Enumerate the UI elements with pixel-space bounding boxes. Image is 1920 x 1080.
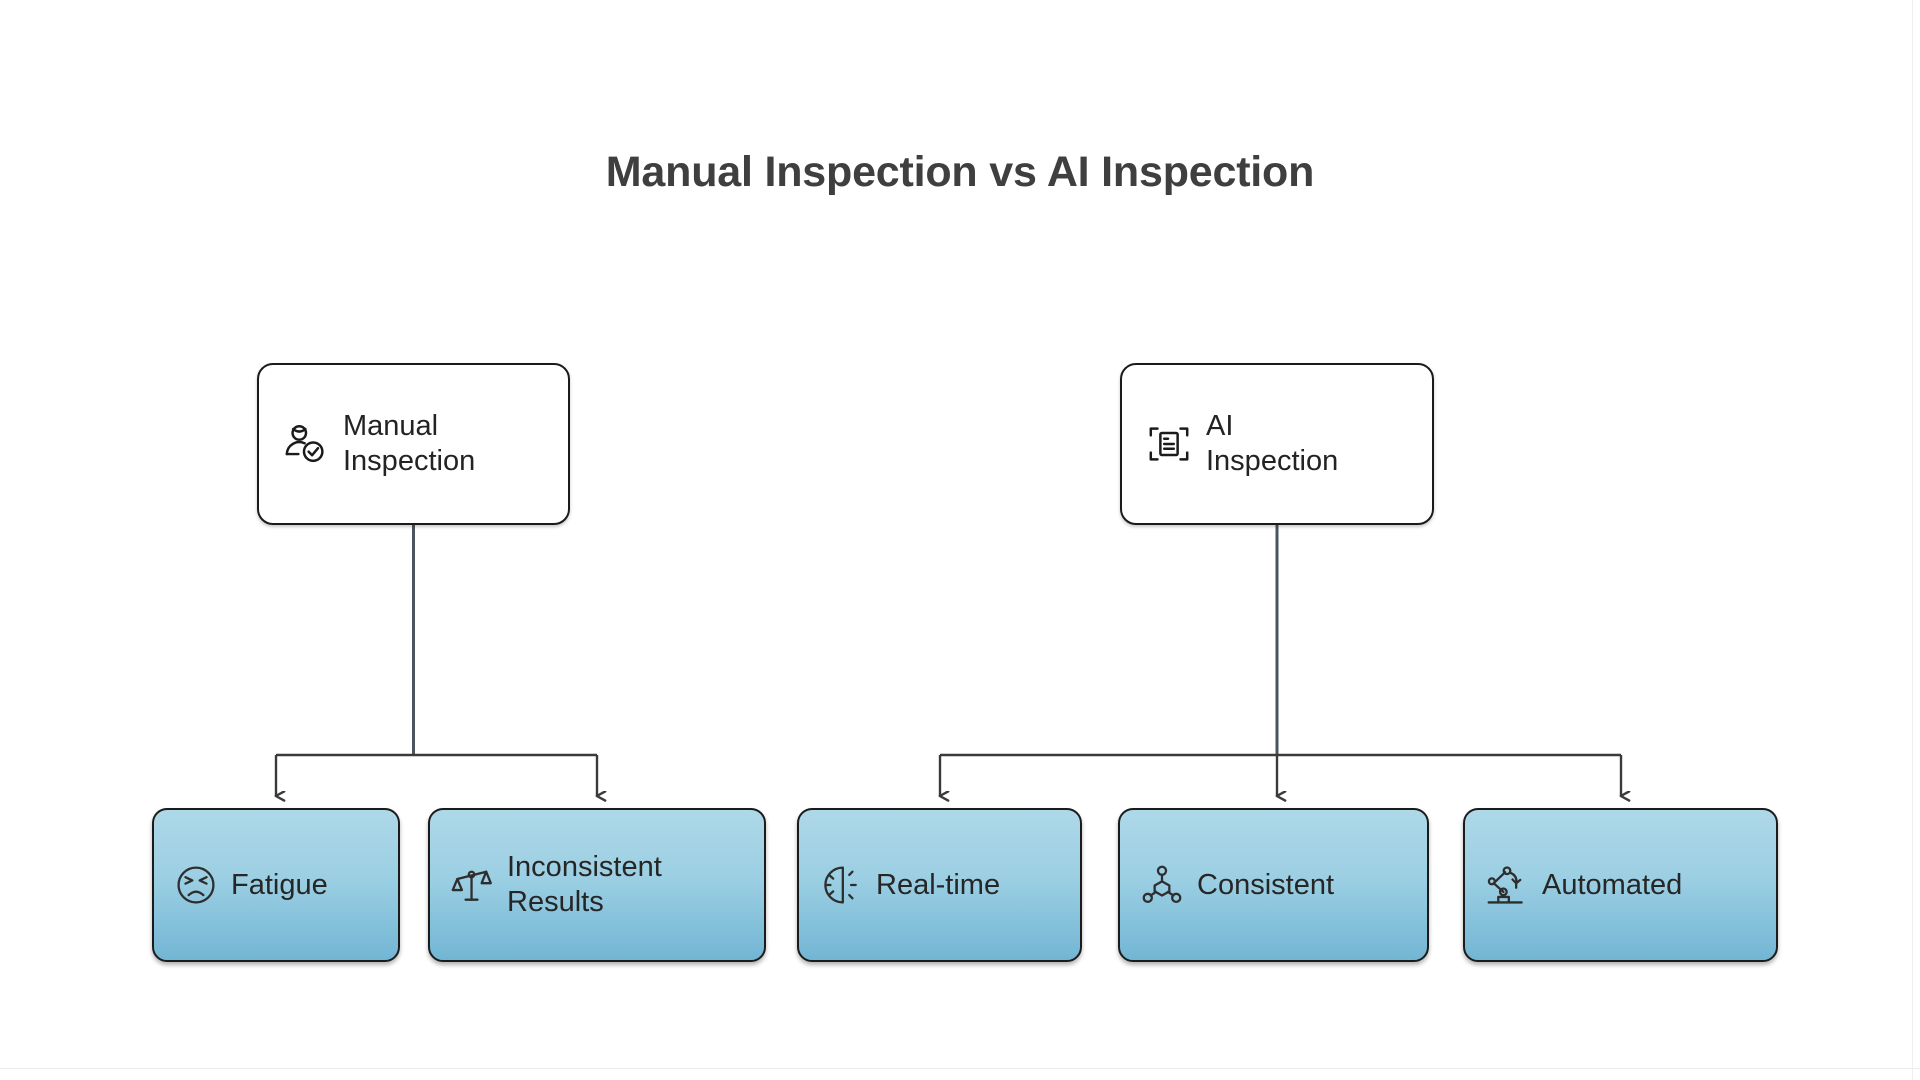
- page-right-divider: [1912, 0, 1913, 1080]
- page-bottom-divider: [0, 1068, 1920, 1069]
- node-inconsistent-results[interactable]: Inconsistent Results: [428, 808, 766, 962]
- connector-ai: [940, 525, 1621, 796]
- user-check-icon: [285, 425, 324, 463]
- node-label: AI Inspection: [1206, 409, 1339, 477]
- node-fatigue[interactable]: Fatigue: [152, 808, 400, 962]
- node-real-time[interactable]: Real-time: [797, 808, 1082, 962]
- node-consistent[interactable]: Consistent: [1118, 808, 1429, 962]
- node-automated[interactable]: Automated: [1463, 808, 1778, 962]
- node-label: Inconsistent Results: [507, 851, 662, 918]
- network-nodes-icon: [1142, 865, 1182, 904]
- node-ai-inspection[interactable]: AI Inspection: [1120, 363, 1434, 525]
- document-scan-icon: [1149, 427, 1189, 461]
- node-manual-inspection[interactable]: Manual Inspection: [257, 363, 570, 525]
- node-label: Manual Inspection: [343, 409, 476, 477]
- node-label: Consistent: [1197, 868, 1335, 901]
- node-label: Automated: [1542, 868, 1683, 901]
- scales-balance-icon: [451, 870, 492, 901]
- robot-arm-icon: [1487, 866, 1523, 904]
- connector-manual: [276, 525, 597, 796]
- tired-face-icon: [177, 866, 215, 904]
- page-title: Manual Inspection vs AI Inspection: [605, 148, 1315, 196]
- gauge-half-icon: [824, 866, 857, 904]
- node-label: Real-time: [876, 868, 1001, 901]
- node-label: Fatigue: [231, 868, 328, 901]
